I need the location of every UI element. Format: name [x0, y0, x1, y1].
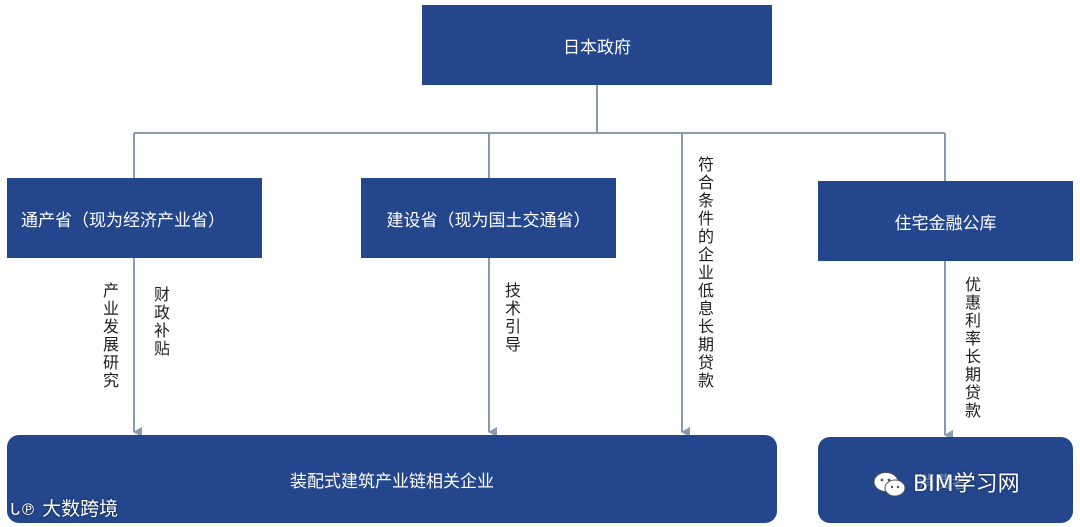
node-miti: 通产省（现为经济产业省）: [7, 178, 262, 258]
label-qualified-loans: 符合条件的企业低息长期贷款: [695, 156, 714, 390]
node-moc: 建设省（现为国土交通省）: [361, 178, 616, 258]
watermark-left-text: 大数跨境: [42, 498, 119, 520]
node-prefab-enterprises-label: 装配式建筑产业链相关企业: [290, 471, 494, 492]
watermark-right-text: BIM学习网: [913, 472, 1020, 497]
wechat-icon: [873, 472, 906, 497]
label-tech-guidance: 技术引导: [502, 282, 521, 354]
node-japan-government-label: 日本政府: [563, 37, 631, 58]
node-consumers-label: 消费者: [918, 472, 969, 493]
node-housing-finance: 住宅金融公库: [818, 181, 1073, 261]
watermark-right: BIM学习网: [873, 466, 1020, 499]
label-preferential-loans: 优惠利率长期贷款: [962, 276, 981, 420]
node-consumers: 消费者: [818, 437, 1073, 523]
node-moc-label: 建设省（现为国土交通省）: [386, 210, 591, 231]
watermark-left: ᒐ℗ 大数跨境: [10, 494, 118, 521]
watermark-left-icon: ᒐ℗: [10, 500, 37, 519]
node-prefab-enterprises: 装配式建筑产业链相关企业: [7, 435, 777, 523]
node-japan-government: 日本政府: [422, 5, 772, 85]
label-industry-research: 产业发展研究: [100, 282, 119, 390]
node-housing-finance-label: 住宅金融公库: [894, 213, 997, 234]
label-fiscal-subsidy: 财政补贴: [151, 286, 170, 358]
node-miti-label: 通产省（现为经济产业省）: [21, 210, 225, 231]
